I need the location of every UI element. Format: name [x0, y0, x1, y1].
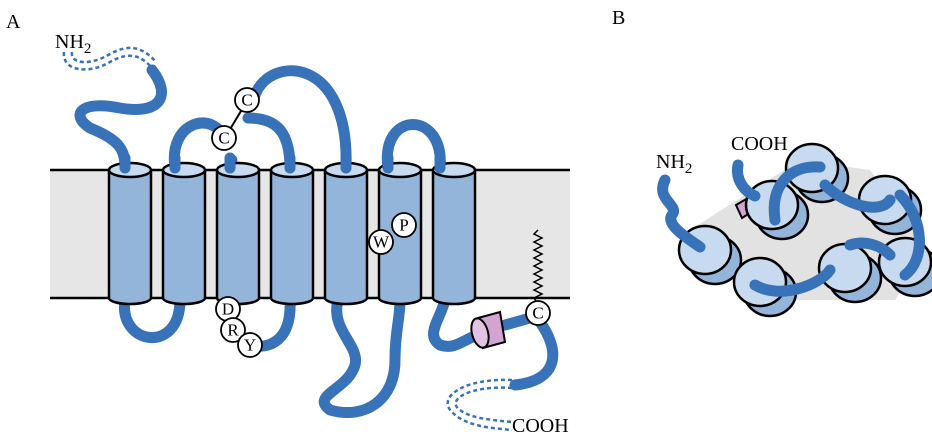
svg-text:Y: Y [244, 336, 256, 355]
svg-text:D: D [222, 300, 234, 319]
svg-text:C: C [532, 304, 543, 323]
helix-tm5 [323, 161, 369, 306]
residue-arg: R [220, 317, 246, 343]
panel-b-helix-6 [817, 242, 883, 304]
panel-b-nh2: NH2 [656, 151, 692, 177]
residue-asp: D [215, 296, 241, 322]
helix-tm4 [269, 161, 315, 306]
c-term-dashed [454, 386, 513, 424]
svg-text:C: C [241, 91, 252, 110]
residue-cys1: C [234, 87, 260, 113]
residue-tyr: Y [237, 332, 263, 358]
helix-tm2 [161, 161, 207, 306]
c-term-dashed-2 [446, 378, 513, 432]
helix-8 [470, 310, 507, 350]
transmembrane-helices [107, 152, 477, 306]
panel-b-label: B [612, 7, 625, 29]
n-term-dashed [62, 51, 153, 71]
panel-a-label: A [6, 11, 21, 33]
palmitoyl-chain [532, 229, 544, 305]
svg-text:C: C [218, 129, 229, 148]
panel-b-cooh: COOH [731, 133, 788, 155]
helix-tm3 [215, 161, 261, 306]
svg-text:R: R [227, 321, 239, 340]
panel-b-loops [657, 159, 925, 297]
panel-a-cooh: COOH [512, 415, 569, 437]
residue-pro: P [391, 212, 417, 238]
residue-palm-cys: C [525, 300, 551, 326]
svg-text:P: P [399, 216, 408, 235]
residue-cys2: C [211, 125, 237, 151]
helix-tm1 [107, 161, 153, 306]
helix-tm7 [431, 161, 477, 306]
panel-a-nh2: NH2 [55, 31, 91, 57]
n-term-dashed-2 [70, 46, 157, 64]
svg-text:W: W [373, 233, 390, 252]
residue-trp: W [368, 229, 394, 255]
